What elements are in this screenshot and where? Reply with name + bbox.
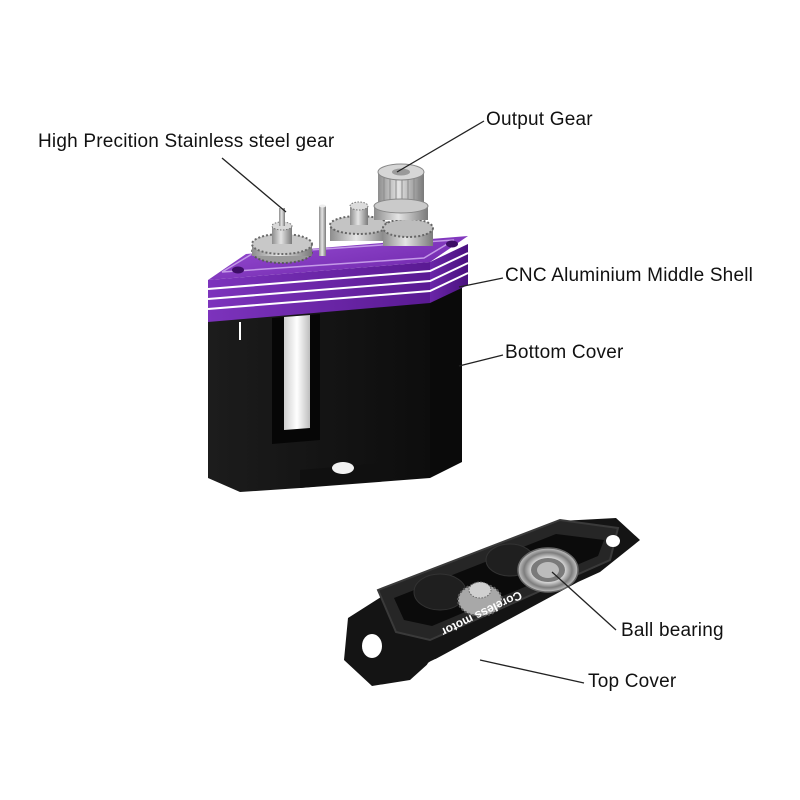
top-cover: KTK 8815 MG-D Coreless motor: [344, 518, 640, 686]
leader-bearing: [551, 571, 617, 631]
middle-shell-grooves: [207, 252, 469, 340]
gear-train: [251, 163, 434, 264]
bottom-cover-tab: [300, 463, 385, 488]
label-middle-shell: CNC Aluminium Middle Shell: [505, 265, 754, 286]
bottom-cover-side: [430, 285, 462, 478]
leader-bottom: [458, 354, 504, 367]
gear-left-shaft: [279, 208, 285, 226]
gear-pin: [319, 206, 326, 256]
gear-right-top: [382, 218, 434, 238]
leader-lines: [221, 120, 617, 684]
middle-shell-side: [430, 244, 468, 303]
bottom-cover-tab-hole: [332, 462, 354, 474]
cavity-circle-1: [413, 573, 467, 611]
leader-shell: [458, 277, 504, 288]
label-ball-bearing: Ball bearing: [621, 620, 724, 641]
top-cover-gear-pinion: [468, 581, 492, 599]
leader-output: [396, 120, 485, 173]
middle-shell-rim: [221, 239, 455, 273]
label-output-gear: Output Gear: [486, 109, 593, 130]
screw-hole-left: [232, 266, 244, 274]
gear-middle-pinion-top: [349, 201, 369, 211]
label-high-precision-gear: High Precition Stainless steel gear: [38, 131, 335, 152]
output-gear-collar-top: [373, 198, 429, 214]
label-top-cover: Top Cover: [588, 671, 677, 692]
top-cover-hole-left: [362, 634, 382, 658]
output-gear-hole: [392, 168, 410, 176]
gear-pin-top: [319, 204, 326, 208]
gear-left-pinion: [272, 226, 292, 244]
top-cover-hole-right: [606, 535, 620, 547]
cable-rod: [284, 315, 310, 430]
label-bottom-cover: Bottom Cover: [505, 342, 624, 363]
gear-middle-pinion: [350, 206, 368, 225]
leader-gear: [221, 157, 287, 213]
leader-top: [479, 659, 585, 684]
middle-shell-front: [208, 262, 430, 322]
engraving-brand: KTK: [520, 607, 585, 660]
screw-hole-right: [446, 240, 458, 248]
servo-body: [207, 236, 469, 492]
